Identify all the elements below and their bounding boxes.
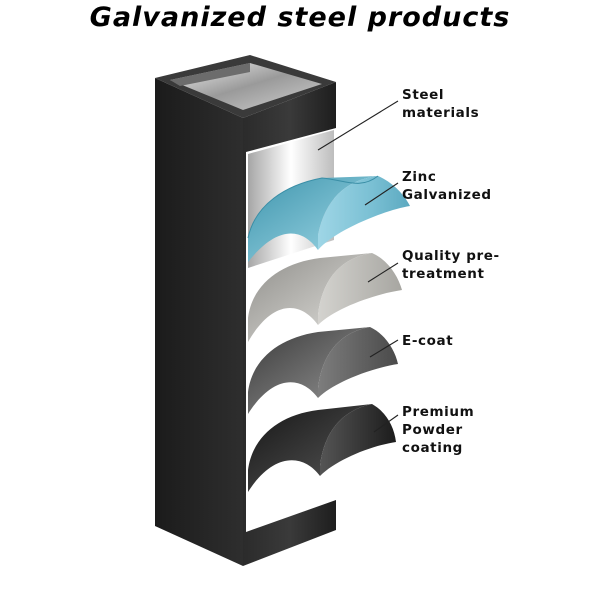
label-line: E-coat: [402, 333, 454, 349]
label-steel-materials: Steel materials: [402, 86, 479, 122]
label-line: Galvanized: [402, 187, 492, 203]
label-line: treatment: [402, 266, 485, 282]
leader-line-pretreatment: [367, 262, 399, 283]
label-line: materials: [402, 105, 480, 121]
label-line: Quality pre-: [402, 248, 500, 264]
label-line: Zinc: [402, 169, 437, 185]
leader-line-powder: [373, 414, 399, 433]
label-line: Premium: [402, 404, 475, 420]
label-line: Powder: [402, 422, 463, 438]
tube-side-face: [155, 78, 243, 566]
label-line: coating: [402, 440, 463, 456]
label-line: Steel: [402, 87, 445, 103]
leader-line-steel: [317, 100, 399, 151]
page-title: Galvanized steel products: [89, 2, 511, 33]
tube-inner-shadow: [170, 63, 250, 86]
leader-line-ecoat: [369, 339, 399, 358]
powder-coating-layer: [248, 404, 396, 492]
label-premium-powder-coating: Premium Powder coating: [402, 403, 474, 457]
pretreatment-layer: [248, 253, 402, 342]
label-ecoat: E-coat: [402, 332, 453, 350]
leader-line-zinc: [364, 182, 399, 206]
label-quality-pretreatment: Quality pre- treatment: [402, 247, 500, 283]
ecoat-layer: [248, 327, 398, 414]
label-zinc-galvanized: Zinc Galvanized: [402, 168, 492, 204]
leader-lines: [317, 100, 399, 433]
zinc-galvanized-layer: [247, 175, 410, 262]
